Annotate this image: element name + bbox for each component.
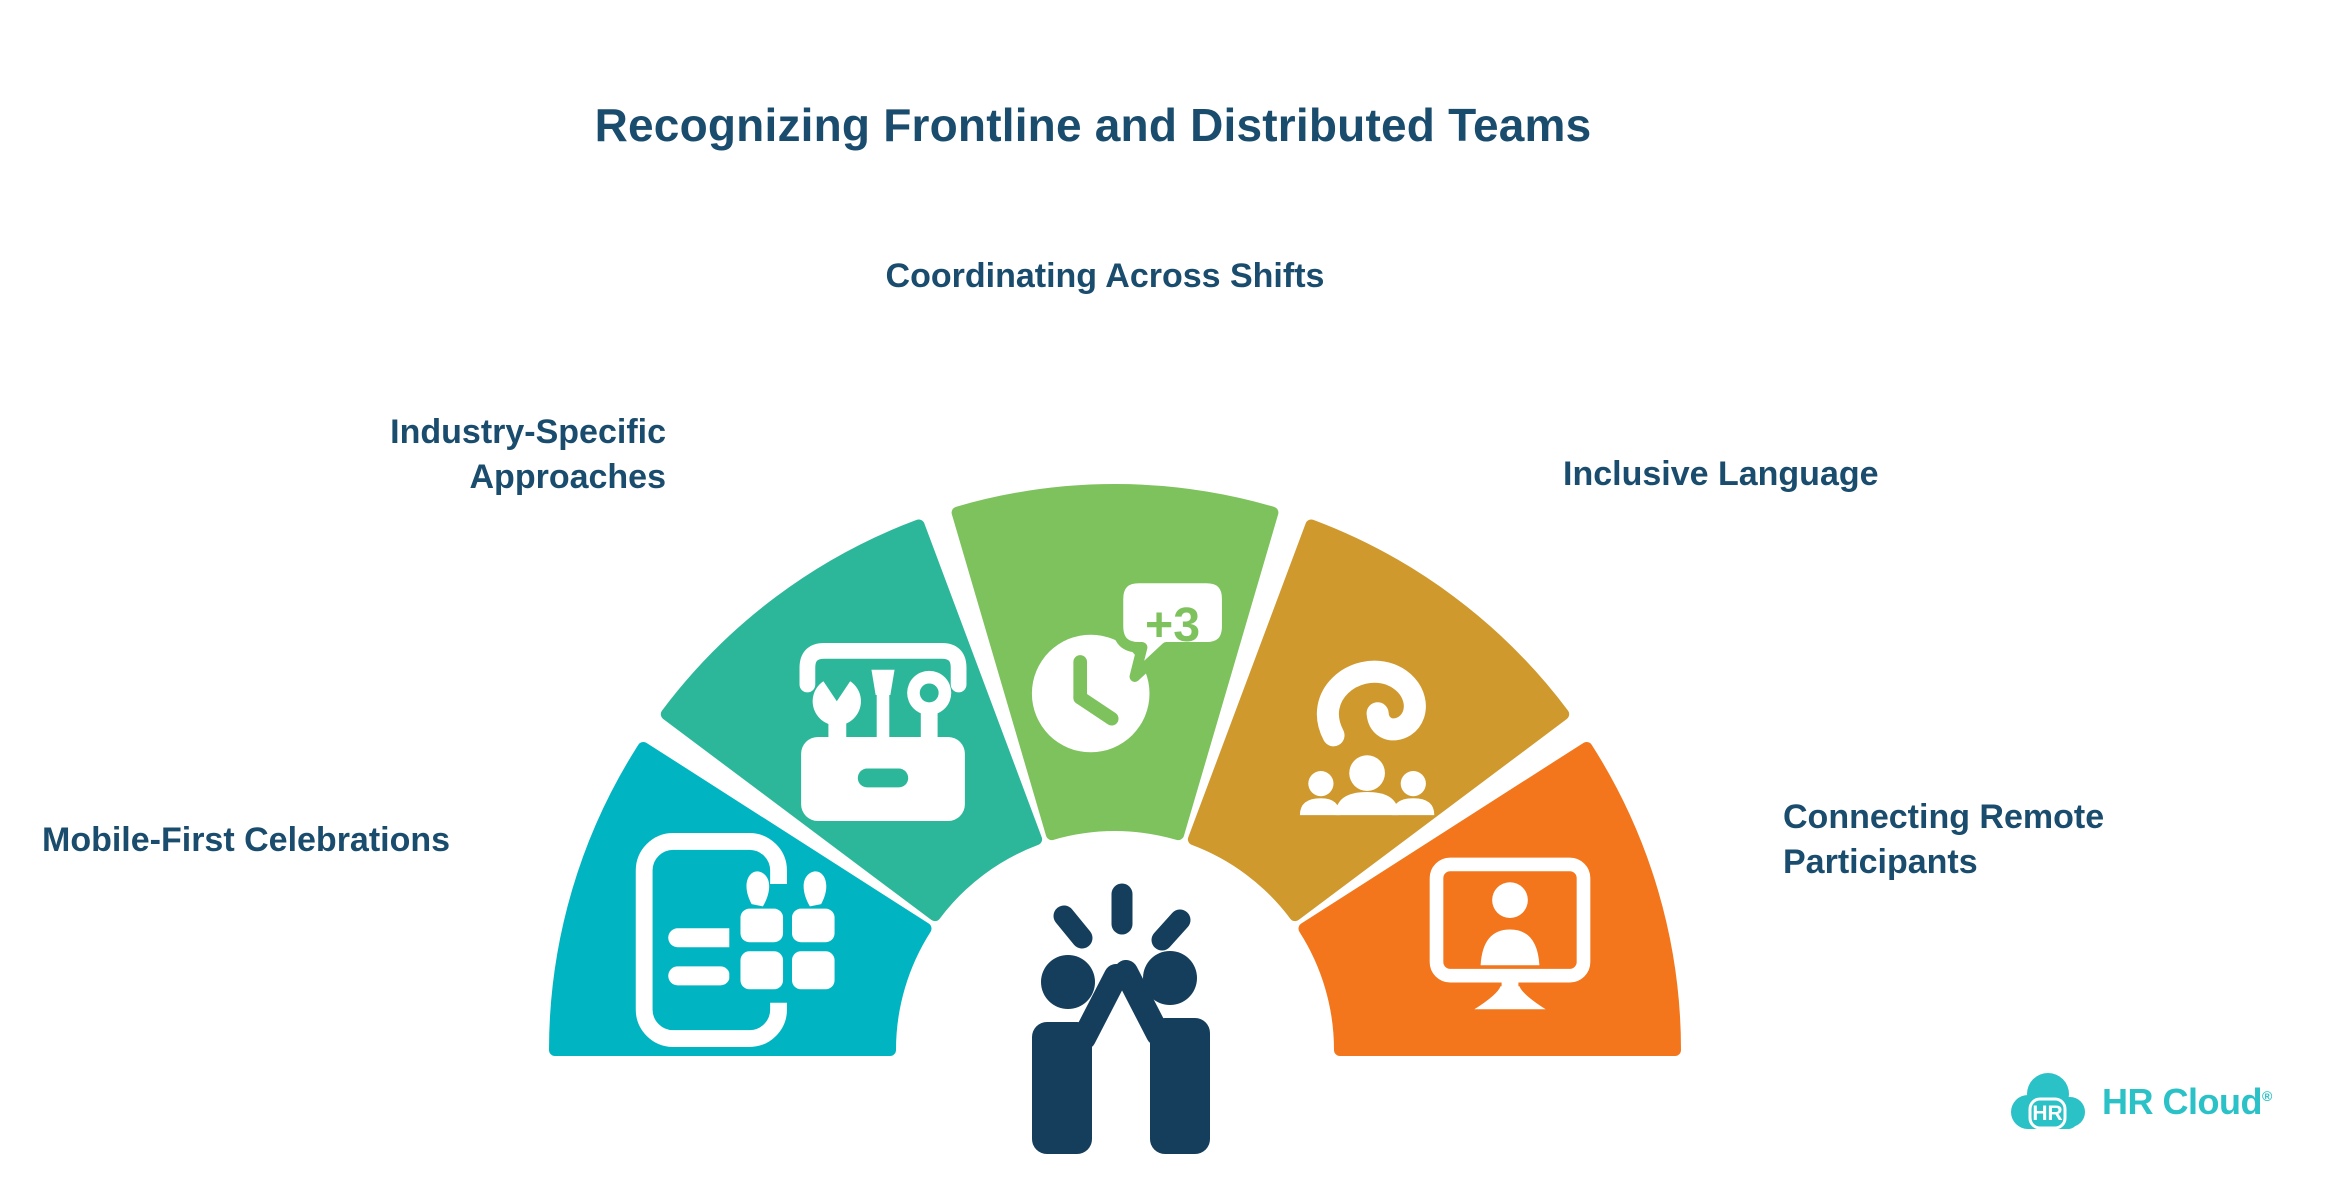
label-inclusive-language: Inclusive Language xyxy=(1563,455,1879,493)
hrcloud-logo: HR HR Cloud® xyxy=(2006,1070,2272,1134)
hrcloud-cloud-icon: HR xyxy=(2011,1073,2085,1130)
label-coordinating-across-shifts: Coordinating Across Shifts xyxy=(885,257,1325,295)
registered-mark: ® xyxy=(2261,1088,2272,1104)
page-title: Recognizing Frontline and Distributed Te… xyxy=(594,99,1592,151)
label-industry-specific-approaches: Industry-Specific Approaches xyxy=(390,413,666,496)
clock-plus3-icon: +3 xyxy=(1031,572,1233,753)
phone-gift-icon xyxy=(635,833,848,1047)
monitor-person-icon xyxy=(1429,857,1591,1010)
high-five-icon xyxy=(1032,883,1210,1154)
plus3-text: +3 xyxy=(1145,598,1200,652)
toolbox-icon xyxy=(799,643,967,821)
label-connecting-remote-participants: Connecting Remote Participants xyxy=(1783,798,2105,881)
hand-people-icon xyxy=(1299,660,1435,816)
label-mobile-first-celebrations: Mobile-First Celebrations xyxy=(42,821,451,859)
hrcloud-logo-text: HR Cloud® xyxy=(2102,1081,2272,1123)
hrcloud-name: HR Cloud xyxy=(2102,1081,2262,1122)
hrcloud-badge-text: HR xyxy=(2032,1102,2062,1125)
